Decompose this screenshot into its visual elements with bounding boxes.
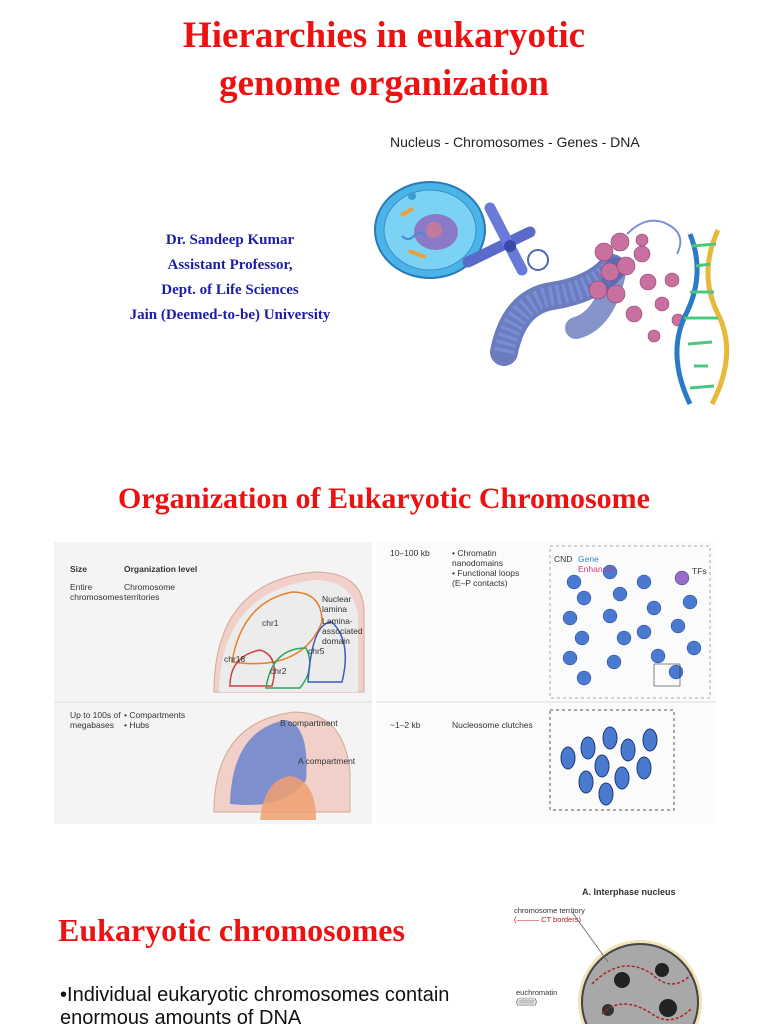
lad-label: Lamina- associated domain bbox=[322, 616, 363, 646]
author-name: Dr. Sandeep Kumar bbox=[165, 232, 295, 248]
chr18-label: chr18 bbox=[224, 654, 246, 664]
slide-3-bullet: •Individual eukaryotic chromosomes conta… bbox=[60, 984, 520, 1024]
author-university: Jain (Deemed-to-be) University bbox=[129, 307, 331, 323]
chromatin-nanodomains-icon bbox=[549, 545, 711, 699]
row2-level: • Compartments • Hubs bbox=[124, 710, 186, 730]
dna-helix-icon bbox=[674, 228, 730, 406]
slide-1-title: Hierarchies in eukaryotic genome organiz… bbox=[0, 12, 768, 108]
author-block: Dr. Sandeep Kumar Assistant Professor, D… bbox=[70, 228, 390, 328]
interphase-panel-label: A. Interphase nucleus bbox=[582, 887, 676, 897]
slide-3: Eukaryotic chromosomes •Individual eukar… bbox=[0, 840, 768, 1024]
euchromatin-key: (▒▒▒) bbox=[516, 997, 537, 1006]
chr5-label: chr5 bbox=[308, 646, 325, 656]
slide-1-title-line-1: Hierarchies in eukaryotic bbox=[182, 15, 586, 56]
b-compartment-label: B compartment bbox=[280, 718, 338, 728]
chromosome-icon bbox=[462, 202, 536, 276]
slide-2: Organization of Eukaryotic Chromosome bbox=[0, 440, 768, 840]
enhancer-legend-label: Enhancer bbox=[578, 564, 615, 574]
ct-borders-label: (——— CT borders) bbox=[514, 915, 581, 924]
chromosome-organization-figure: Size Organization level Entire chromosom… bbox=[54, 542, 716, 824]
chromosome-territories-icon bbox=[213, 571, 365, 693]
slide-1: Hierarchies in eukaryotic genome organiz… bbox=[0, 0, 768, 440]
slide-1-title-line-2: genome organization bbox=[219, 63, 549, 104]
nucleosome-icon bbox=[588, 232, 685, 343]
gene-legend-label: Gene bbox=[578, 554, 599, 564]
author-position: Assistant Professor, bbox=[167, 257, 293, 273]
a-compartment-label: A compartment bbox=[298, 756, 356, 766]
row2-size: Up to 100s of megabases bbox=[70, 710, 121, 730]
slide-2-title: Organization of Eukaryotic Chromosome bbox=[118, 482, 650, 515]
cell-icon bbox=[374, 181, 486, 279]
genome-hierarchy-caption: Nucleus - Chromosomes - Genes - DNA bbox=[390, 134, 640, 150]
chr1-label: chr1 bbox=[262, 618, 279, 628]
interphase-nucleus-figure: A. Interphase nucleus chromosome territo… bbox=[512, 884, 736, 1024]
organization-level-header: Organization level bbox=[124, 564, 198, 574]
size-header: Size bbox=[70, 564, 88, 574]
organization-panels bbox=[54, 542, 716, 824]
territory-label: chromosome territory bbox=[514, 906, 585, 915]
slide-3-bullet-text: Individual eukaryotic chromosomes contai… bbox=[60, 984, 450, 1024]
slide-3-title: Eukaryotic chromosomes bbox=[58, 912, 405, 948]
row3-level: • Chromatin nanodomains • Functional loo… bbox=[452, 548, 520, 588]
row1-level: Chromosome territories bbox=[124, 582, 176, 602]
interphase-nucleus-illustration bbox=[571, 911, 702, 1024]
euchromatin-label: euchromatin bbox=[516, 988, 558, 997]
chr2-label: chr2 bbox=[270, 666, 287, 676]
genome-hierarchy-figure: Nucleus - Chromosomes - Genes - DNA bbox=[372, 104, 744, 422]
cnd-label: CND bbox=[554, 554, 573, 564]
nuclear-lamina-label: Nuclear lamina bbox=[322, 594, 352, 614]
genome-hierarchy-illustration bbox=[374, 181, 730, 406]
row4-level: Nucleosome clutches bbox=[452, 720, 533, 730]
nucleosome-clutches-icon bbox=[549, 709, 675, 811]
tfs-label: TFs bbox=[692, 566, 707, 576]
author-department: Dept. of Life Sciences bbox=[161, 282, 299, 298]
compartments-icon bbox=[213, 711, 351, 820]
row4-size: ~1–2 kb bbox=[390, 720, 421, 730]
row3-size: 10–100 kb bbox=[390, 548, 430, 558]
row1-size: Entire chromosomes bbox=[70, 582, 124, 602]
